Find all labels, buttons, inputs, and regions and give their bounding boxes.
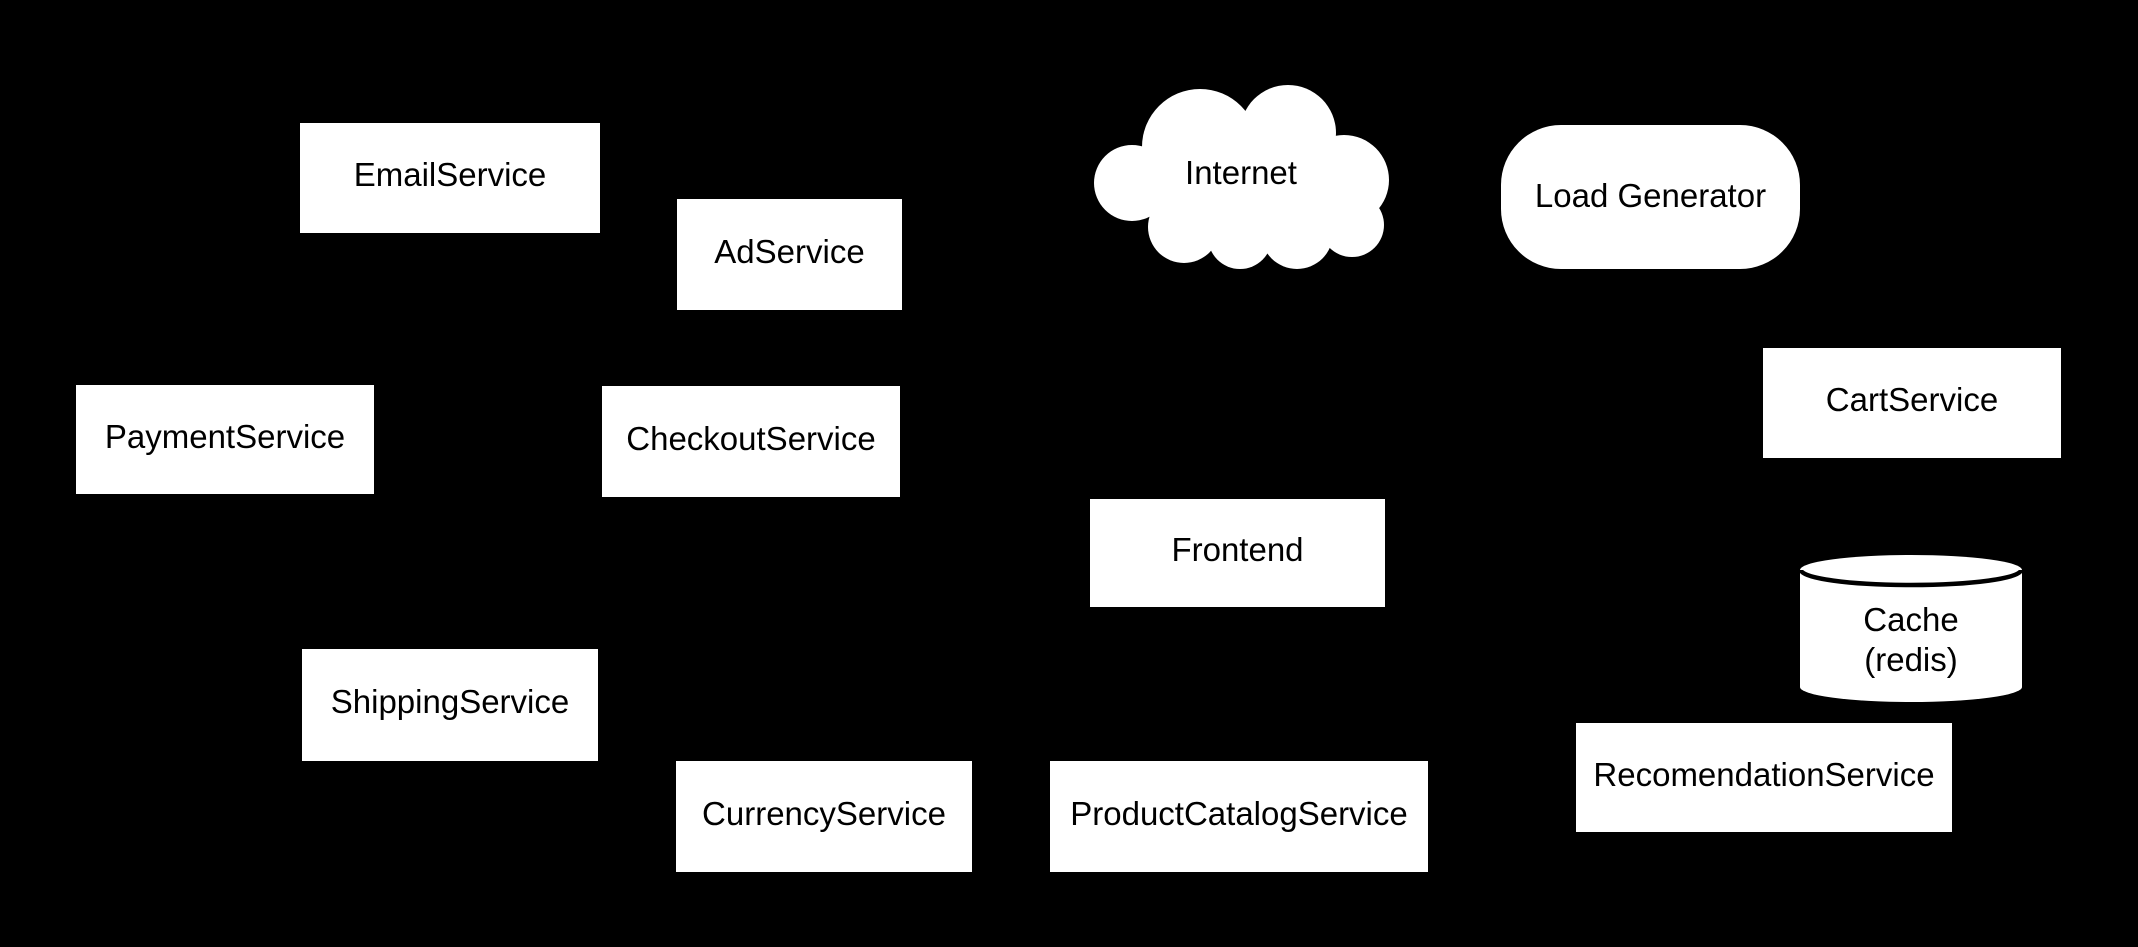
node-frontend: Frontend — [1090, 499, 1385, 607]
node-product-catalog-service: ProductCatalogService — [1050, 761, 1428, 872]
node-cache-redis: Cache (redis) — [1800, 555, 2022, 702]
node-cache-label: Cache (redis) — [1800, 577, 2022, 679]
node-email-service: EmailService — [300, 123, 600, 233]
cache-label-line2: (redis) — [1864, 641, 1958, 678]
node-internet: Internet — [1092, 85, 1390, 270]
node-payment-service: PaymentService — [76, 385, 374, 494]
node-cart-service: CartService — [1763, 348, 2061, 458]
node-currency-service: CurrencyService — [676, 761, 972, 872]
node-load-generator: Load Generator — [1501, 125, 1800, 269]
node-internet-label: Internet — [1185, 154, 1297, 192]
node-shipping-service: ShippingService — [302, 649, 598, 761]
cloud-icon — [1094, 85, 1389, 269]
node-recomendation-service: RecomendationService — [1576, 723, 1952, 832]
node-ad-service: AdService — [677, 199, 902, 310]
node-checkout-service: CheckoutService — [602, 386, 900, 497]
database-cylinder-icon — [1800, 555, 2022, 702]
cache-label-line1: Cache — [1863, 601, 1959, 639]
